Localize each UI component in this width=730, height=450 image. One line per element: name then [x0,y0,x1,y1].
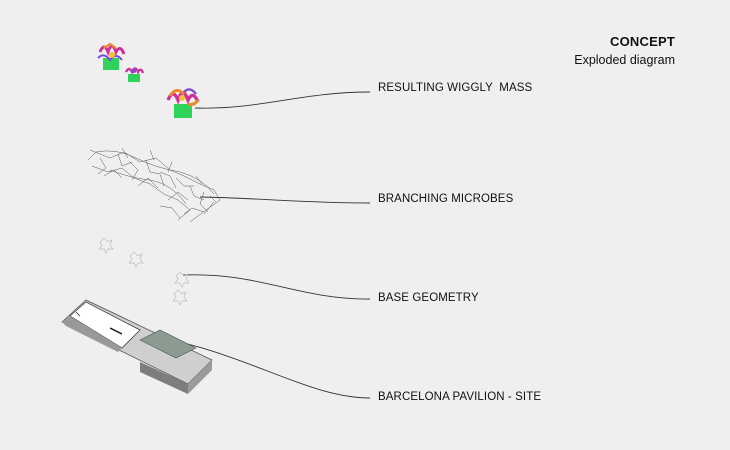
layer-label-branching-microbes: BRANCHING MICROBES [378,193,514,205]
layer-label-pavilion-site: BARCELONA PAVILION - SITE [378,391,542,403]
diagram-title: CONCEPT [610,34,675,49]
layer-label-base-geometry: BASE GEOMETRY [378,292,479,304]
base-geometry-shapes [98,237,190,306]
leader-line-base-geometry [182,274,371,300]
diagram-heading: CONCEPT Exploded diagram [574,34,675,67]
layer-label-wiggly-mass: RESULTING WIGGLY MASS [378,82,533,94]
wiggly-mass-cluster-1 [97,42,126,70]
leader-line-branching-microbes [199,196,371,204]
pavilion-site-model [61,299,213,394]
diagram-subtitle: Exploded diagram [574,53,675,67]
wiggly-mass-cluster-3 [166,88,200,118]
wiggly-mass-cluster-2 [124,67,145,82]
leader-line-wiggly-mass [194,91,371,109]
branching-microbes-network [87,147,221,223]
